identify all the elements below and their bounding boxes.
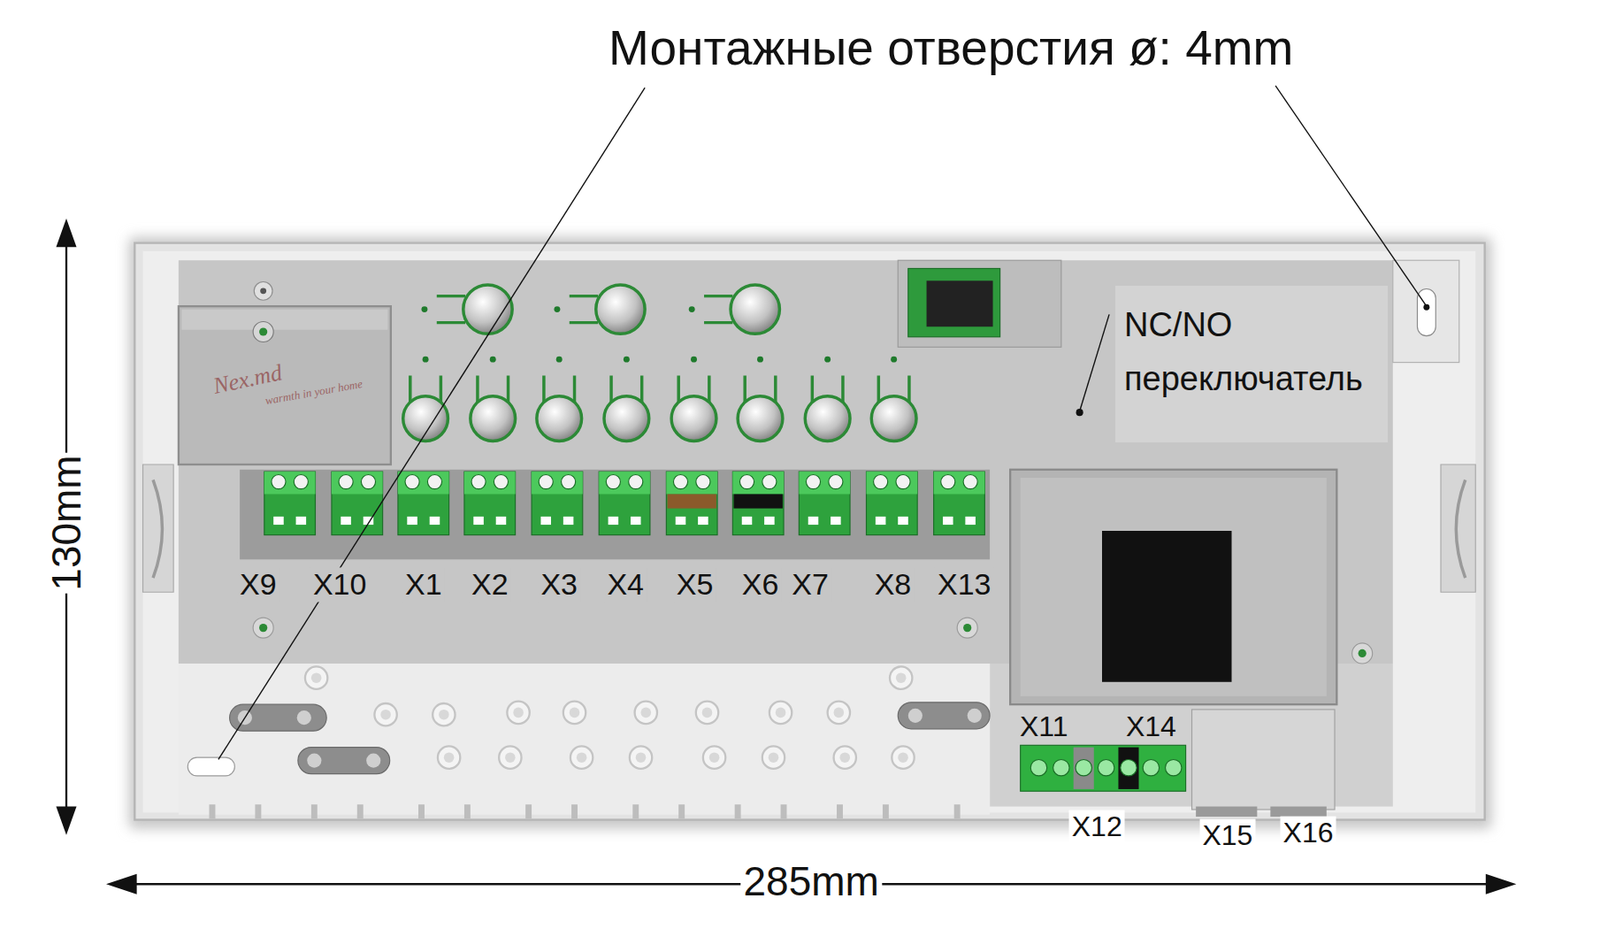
side-clip	[1455, 479, 1465, 578]
mounting-tab	[1393, 260, 1460, 362]
screw	[259, 623, 268, 632]
terminal-label: X6	[739, 567, 782, 603]
dimension-arrow	[1485, 873, 1517, 895]
connector	[1195, 806, 1257, 818]
mounting-hole	[187, 757, 235, 776]
terminal-band	[667, 493, 717, 508]
led	[403, 284, 917, 442]
dimension-label: 130mm	[43, 451, 91, 593]
dimension-arrow	[55, 806, 77, 835]
connector	[1270, 806, 1326, 818]
terminal-screw	[1030, 758, 1182, 775]
side-clip	[1440, 464, 1476, 592]
leader-line	[1275, 85, 1427, 307]
screw	[252, 617, 274, 638]
screw	[260, 287, 267, 294]
terminal-band	[1117, 747, 1139, 789]
screw	[956, 617, 978, 638]
transformer-core	[1102, 530, 1233, 682]
dimension-label: 285mm	[740, 857, 881, 904]
terminal-label: X2	[468, 567, 512, 603]
screw	[963, 623, 972, 632]
terminal-label: X1	[402, 567, 445, 603]
sd-card-slot	[908, 267, 1001, 337]
screw-boss	[305, 666, 915, 768]
switch-label: NC/NO переключатель	[1124, 298, 1379, 406]
terminal-strip	[239, 469, 990, 560]
leader-line	[1079, 313, 1110, 412]
clamp-screw	[297, 710, 312, 725]
side-clip	[153, 479, 162, 578]
terminal-label: X12	[1069, 810, 1126, 843]
terminal-label: X4	[604, 567, 647, 603]
terminal-label: X15	[1199, 818, 1256, 851]
screw	[1358, 649, 1367, 658]
screw	[253, 281, 273, 300]
housing-shadow	[128, 237, 1492, 829]
cable-area	[178, 663, 990, 815]
housing	[134, 243, 1485, 820]
screw	[1352, 643, 1373, 664]
terminal-band	[1073, 747, 1095, 789]
relay-box	[178, 306, 391, 465]
cable-clamp	[897, 702, 990, 729]
leader-line	[218, 87, 645, 759]
cable-clamp	[298, 747, 391, 774]
switch-label-box: NC/NO переключатель	[1115, 285, 1388, 443]
screw	[259, 327, 268, 336]
side-clip	[143, 464, 175, 592]
cable-clamp	[229, 704, 328, 731]
terminal-label: X16	[1280, 816, 1337, 850]
terminal-label: X9	[237, 567, 280, 603]
dimension-arrow	[55, 218, 77, 247]
cable-comb	[209, 803, 961, 819]
clamp-screw	[908, 708, 923, 723]
connector-housing	[1192, 709, 1336, 810]
power-terminal	[1020, 744, 1187, 791]
terminal-label: X14	[1123, 710, 1179, 743]
terminal-label: X3	[537, 567, 581, 603]
terminal-label: X11	[1017, 710, 1072, 743]
transformer	[1010, 469, 1337, 705]
terminal-band	[734, 493, 783, 508]
sd-card	[926, 280, 994, 327]
dimension-arrow	[106, 873, 138, 895]
leader-dot	[1423, 304, 1430, 311]
terminal-label: X7	[788, 567, 832, 603]
leader-dot	[1076, 408, 1084, 416]
terminal-label: X5	[673, 567, 717, 603]
clamp-screw	[366, 753, 381, 768]
terminal-label: X8	[872, 567, 915, 603]
clamp-screw	[967, 708, 982, 723]
terminal-label: X10	[310, 567, 370, 603]
card-slot-housing	[897, 260, 1062, 347]
callout-title: Монтажные отверстия ø: 4mm	[605, 21, 1296, 77]
relay-box	[181, 309, 388, 330]
screw	[252, 321, 274, 342]
transformer	[1020, 477, 1327, 697]
terminal-label: X13	[934, 567, 995, 603]
clamp-screw	[306, 753, 322, 768]
terminal-block	[264, 471, 986, 536]
